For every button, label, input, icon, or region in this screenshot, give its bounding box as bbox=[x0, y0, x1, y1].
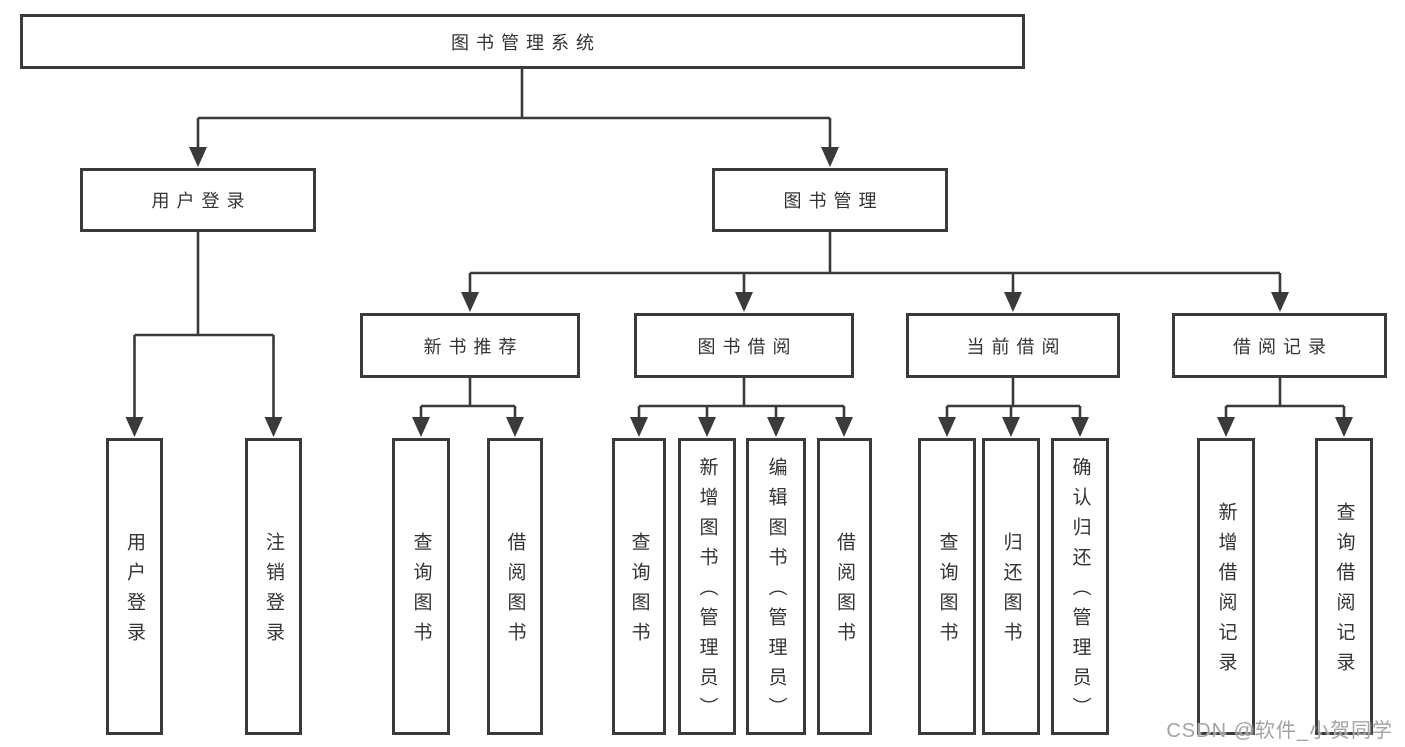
leaf-query-book-current-label: 查询图书 bbox=[936, 532, 958, 652]
leaf-logout: 注销登录 bbox=[245, 438, 302, 735]
node-new-book-recommend-label: 新书推荐 bbox=[423, 336, 524, 357]
node-current-borrowing-label: 当前借阅 bbox=[966, 336, 1067, 357]
leaf-query-borrow-record-label: 查询借阅记录 bbox=[1333, 502, 1355, 682]
leaf-user-login-label: 用户登录 bbox=[124, 532, 145, 652]
leaf-return-book-label: 归还图书 bbox=[1000, 532, 1022, 652]
node-user-login-label: 用户登录 bbox=[151, 191, 252, 211]
node-new-book-recommend: 新书推荐 bbox=[360, 313, 580, 378]
leaf-borrow-book-recommend: 借阅图书 bbox=[487, 438, 543, 735]
leaf-confirm-return-admin-label: 确认归还（管理员） bbox=[1069, 457, 1091, 727]
leaf-query-book-borrowing: 查询图书 bbox=[612, 438, 666, 735]
leaf-query-book-borrowing-label: 查询图书 bbox=[628, 532, 650, 652]
arrowheads bbox=[125, 147, 1353, 437]
csdn-watermark: CSDN @软件_小贺同学 bbox=[1166, 720, 1393, 742]
leaf-edit-book-admin-label: 编辑图书（管理员） bbox=[765, 457, 787, 727]
node-borrowing-records-label: 借阅记录 bbox=[1233, 336, 1333, 357]
leaf-borrow-book-borrowing-label: 借阅图书 bbox=[834, 532, 855, 652]
node-user-login: 用户登录 bbox=[80, 168, 316, 232]
leaf-user-login: 用户登录 bbox=[106, 438, 163, 735]
leaf-borrow-book-borrowing: 借阅图书 bbox=[817, 438, 872, 735]
node-root-label: 图书管理系统 bbox=[451, 32, 601, 53]
node-book-management: 图书管理 bbox=[712, 168, 948, 232]
tree-branch-lines bbox=[134, 69, 1344, 408]
node-root: 图书管理系统 bbox=[20, 14, 1025, 69]
leaf-borrow-book-recommend-label: 借阅图书 bbox=[504, 532, 526, 652]
node-current-borrowing: 当前借阅 bbox=[906, 313, 1120, 378]
leaf-confirm-return-admin: 确认归还（管理员） bbox=[1051, 438, 1109, 735]
leaf-add-book-admin-label: 新增图书（管理员） bbox=[696, 457, 718, 727]
leaf-add-book-admin: 新增图书（管理员） bbox=[678, 438, 736, 735]
node-book-borrowing: 图书借阅 bbox=[634, 313, 854, 378]
node-book-borrowing-label: 图书借阅 bbox=[697, 336, 798, 357]
leaf-query-book-current: 查询图书 bbox=[918, 438, 976, 735]
node-book-management-label: 图书管理 bbox=[783, 191, 884, 211]
leaf-query-book-recommend-label: 查询图书 bbox=[410, 532, 432, 652]
leaf-add-borrow-record: 新增借阅记录 bbox=[1197, 438, 1255, 735]
leaf-edit-book-admin: 编辑图书（管理员） bbox=[746, 438, 806, 735]
leaf-query-borrow-record: 查询借阅记录 bbox=[1315, 438, 1373, 735]
node-borrowing-records: 借阅记录 bbox=[1172, 313, 1387, 378]
leaf-logout-label: 注销登录 bbox=[263, 532, 284, 652]
leaf-add-borrow-record-label: 新增借阅记录 bbox=[1215, 502, 1237, 682]
arrow-stem-lines bbox=[133, 118, 1346, 419]
leaf-return-book: 归还图书 bbox=[982, 438, 1040, 735]
leaf-query-book-recommend: 查询图书 bbox=[392, 438, 450, 735]
